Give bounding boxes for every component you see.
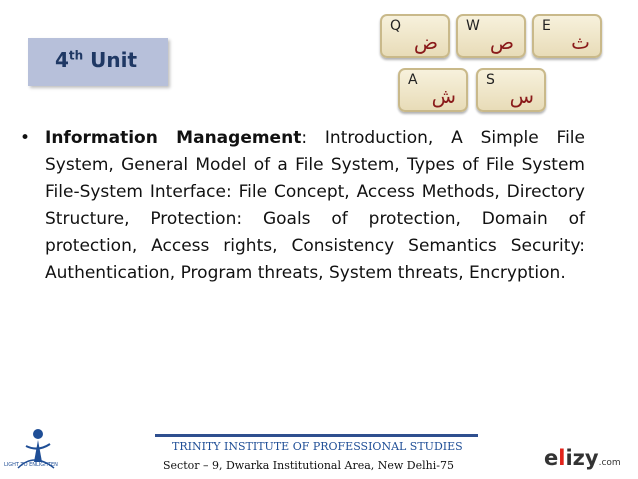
key-latin-label: A <box>408 72 418 88</box>
institute-logo-icon <box>17 429 55 469</box>
key-a: A ش <box>398 68 468 112</box>
logo-part: e <box>544 446 559 470</box>
keyboard-keys-image: Q ض W ص E ث A ش S س <box>380 14 610 114</box>
title-number: 4 <box>55 48 69 72</box>
title-bar <box>28 38 168 86</box>
eduzy-logo: elizy.com <box>544 446 621 470</box>
slide-title: 4th Unit <box>55 48 137 72</box>
key-s: S س <box>476 68 546 112</box>
logo-domain: .com <box>598 458 621 468</box>
slide-content: • Information Management: Introduction, … <box>20 125 585 287</box>
key-arabic-label: ض <box>413 30 438 54</box>
key-arabic-label: س <box>509 84 534 108</box>
bullet-item: • Information Management: Introduction, … <box>20 125 585 287</box>
logo-part-accent: l <box>558 446 566 470</box>
bullet-text: Information Management: Introduction, A … <box>45 125 585 287</box>
key-q: Q ض <box>380 14 450 58</box>
bullet-body: : Introduction, A Simple File System, Ge… <box>45 128 585 283</box>
bullet-marker: • <box>20 128 31 148</box>
key-latin-label: W <box>466 18 480 34</box>
footer-divider <box>155 434 478 437</box>
institute-name: TRINITY INSTITUTE OF PROFESSIONAL STUDIE… <box>172 440 463 453</box>
bullet-heading: Information Management <box>45 128 302 148</box>
key-arabic-label: ص <box>489 30 514 54</box>
logo-tagline: LIGHT TO ENLIGHTEN <box>4 462 58 468</box>
key-e: E ث <box>532 14 602 58</box>
key-latin-label: E <box>542 18 551 34</box>
key-w: W ص <box>456 14 526 58</box>
logo-part: izy <box>565 446 599 470</box>
key-arabic-label: ث <box>571 30 590 54</box>
key-latin-label: Q <box>390 18 402 34</box>
title-text: Unit <box>83 48 138 72</box>
institute-address: Sector – 9, Dwarka Institutional Area, N… <box>163 459 454 472</box>
key-latin-label: S <box>486 72 495 88</box>
key-arabic-label: ش <box>431 84 456 108</box>
title-ordinal: th <box>68 48 84 63</box>
